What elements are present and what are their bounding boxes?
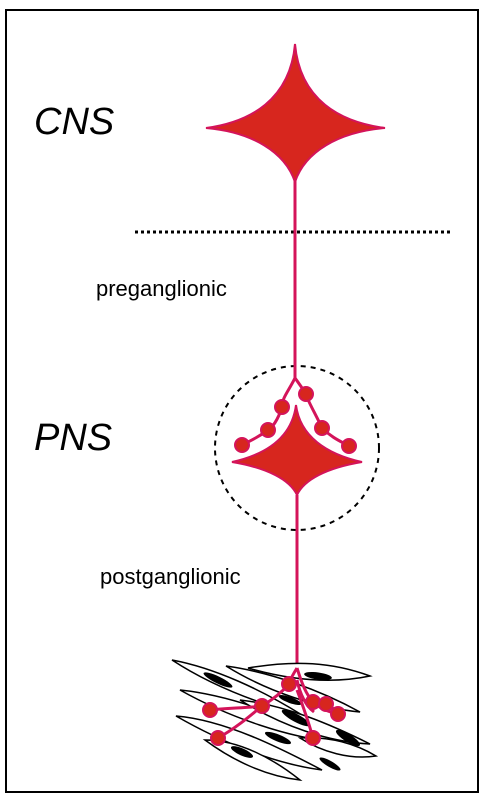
varicosity [282,677,296,691]
varicosity [306,731,320,745]
varicosity [319,697,333,711]
pns-label: PNS [34,417,112,459]
varicosity [331,707,345,721]
postganglionic-label: postganglionic [100,564,241,589]
varicosity [203,703,217,717]
bouton [261,423,275,437]
preganglionic-neuron-body [206,44,385,182]
varicosity [211,731,225,745]
bouton [275,400,289,414]
bouton [235,438,249,452]
cns-label: CNS [34,101,114,143]
effector-tissue [172,660,376,780]
bouton [315,421,329,435]
varicosity [255,699,269,713]
bouton [342,439,356,453]
bouton [299,387,313,401]
preganglionic-label: preganglionic [96,276,227,301]
varicosity [306,695,320,709]
